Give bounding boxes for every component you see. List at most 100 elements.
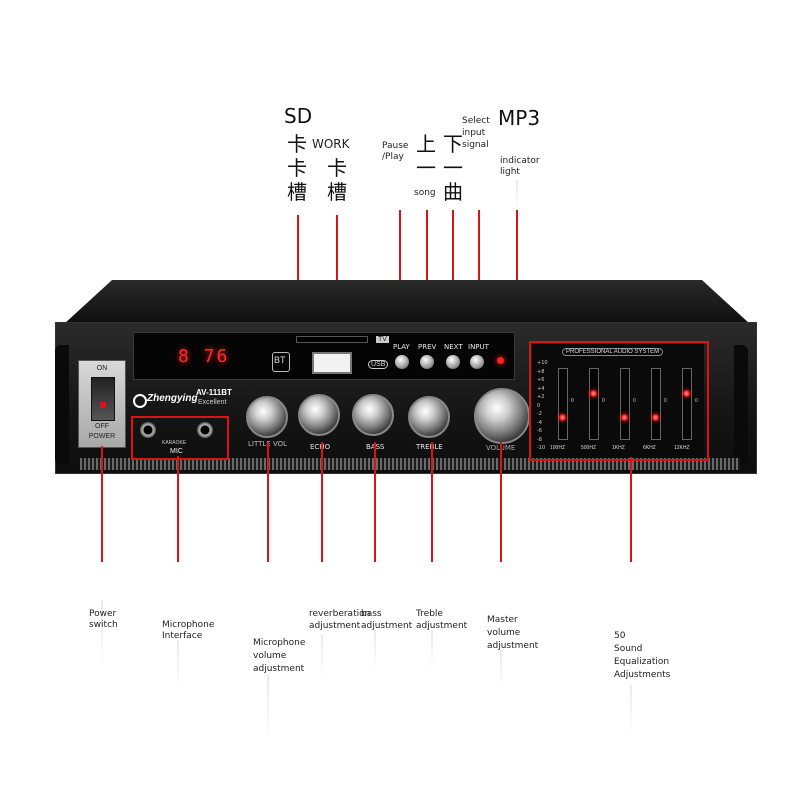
mic-interface-label-1: Microphone: [162, 620, 215, 630]
bass-label-1: bass: [361, 609, 382, 619]
master-volume-label-2: volume: [487, 628, 521, 638]
eq-highlight-box: [529, 341, 709, 461]
eq-band-label: 500HZ: [581, 445, 597, 451]
treble-label-2: adjustment: [416, 621, 468, 631]
eq-scale-tick: +4: [537, 385, 545, 392]
eq-band-label: 12KHZ: [674, 445, 690, 451]
reverberation-label-2: adjustment: [309, 621, 361, 631]
vent-grille: [80, 458, 740, 470]
eq-scale-tick: -2: [537, 411, 542, 417]
prev-song-label: song: [414, 188, 436, 198]
power-leader-line: [101, 446, 103, 562]
work-char-1: 卡: [327, 156, 347, 180]
master-volume-knob[interactable]: [474, 388, 530, 444]
work-char-2: 槽: [327, 180, 347, 204]
tv-label: TV: [376, 336, 389, 343]
select-input-label-2: input: [462, 128, 486, 138]
little-vol-knob[interactable]: [246, 396, 288, 438]
eq-slider-knob[interactable]: [590, 389, 597, 397]
treble-label-1: Treble: [416, 609, 443, 619]
mic-volume-label-3: adjustment: [253, 664, 305, 674]
next-char-3: 曲: [443, 180, 463, 204]
sound-eq-label-2: Sound: [614, 644, 643, 654]
select-input-label-1: Select: [462, 116, 490, 126]
eq-slider-track[interactable]: [589, 368, 599, 440]
eq-slider-knob[interactable]: [652, 414, 659, 421]
sd-card-char-1: 卡: [287, 132, 307, 156]
treble-leader-line: [431, 442, 433, 562]
input-leader-line: [478, 210, 480, 342]
sd-label: SD: [284, 104, 313, 128]
eq-zero-mark: 0: [695, 398, 698, 404]
indicator-light: [497, 357, 504, 364]
eq-slider-track[interactable]: [682, 368, 692, 440]
sd-card-slot[interactable]: [296, 336, 368, 343]
sd-card-char-3: 槽: [287, 180, 307, 204]
echo-knob[interactable]: [298, 394, 340, 436]
eq-slider-knob[interactable]: [621, 414, 628, 421]
eq-zero-mark: 0: [633, 398, 636, 404]
eq-slider-track[interactable]: [620, 368, 630, 440]
eq-title: PROFESSIONAL AUDIO SYSTEM: [562, 348, 664, 356]
next-leader-line: [452, 210, 454, 342]
eq-slider-track[interactable]: [558, 368, 568, 440]
karaoke-label: KARAOKE: [162, 440, 187, 446]
master-volume-label-3: adjustment: [487, 641, 539, 651]
treble-knob[interactable]: [408, 396, 450, 438]
eq-band-labels: 100HZ 500HZ 1KHZ 6KHZ 12KHZ: [546, 445, 706, 455]
bt-label: BT: [274, 355, 286, 365]
next-char-1: 下: [443, 132, 463, 156]
bass-label-2: adjustment: [361, 621, 413, 631]
mic-volume-leader-line: [267, 442, 269, 562]
echo-leader-line: [321, 442, 323, 562]
mic-highlight-box: [131, 416, 229, 460]
eq-slider-knob[interactable]: [559, 414, 566, 421]
led-display: 8 76: [178, 346, 230, 367]
right-handle: [734, 345, 748, 465]
select-input-label-3: signal: [462, 140, 489, 150]
play-leader-line: [399, 210, 401, 342]
mic-interface-label-2: Interface: [162, 631, 203, 641]
treble-label: TREBLE: [416, 443, 443, 451]
work-leader-line: [336, 215, 338, 337]
power-switch-label-1: Power: [89, 609, 117, 619]
sound-eq-label-3: Equalization: [614, 657, 670, 667]
next-button[interactable]: [446, 355, 460, 369]
eq-band-label: 6KHZ: [643, 445, 656, 451]
prev-button[interactable]: [420, 355, 434, 369]
chassis-top: [64, 280, 750, 324]
brand-logo-icon: [133, 394, 147, 408]
power-switch[interactable]: ON OFF POWER: [78, 360, 126, 448]
mic-leader-line: [177, 456, 179, 562]
play-button[interactable]: [395, 355, 409, 369]
eq-scale-tick: +6: [537, 377, 545, 383]
eq-band-label: 1KHZ: [612, 445, 625, 451]
power-switch-label-2: switch: [89, 620, 118, 630]
eq-scale-tick: +10: [537, 360, 548, 366]
eq-scale-tick: -8: [537, 436, 542, 443]
eq-band-label: 100HZ: [550, 445, 566, 451]
power-on-label: ON: [96, 365, 108, 372]
mp3-label: MP3: [498, 106, 541, 130]
bass-knob[interactable]: [352, 394, 394, 436]
play-button-label: PLAY: [393, 343, 410, 351]
prev-char-1: 上: [416, 132, 436, 156]
eq-slider-knob[interactable]: [683, 389, 690, 397]
indicator-fade-line: [516, 180, 518, 210]
eq-scale-tick: 0: [537, 402, 541, 409]
usb-port[interactable]: [312, 352, 352, 374]
mic-jack-1[interactable]: [140, 422, 156, 438]
eq-zero-mark: 0: [602, 398, 605, 404]
eq-slider-track[interactable]: [651, 368, 661, 440]
mic-label: MIC: [170, 448, 183, 455]
indicator-light-label-2: light: [500, 167, 520, 177]
power-rocker[interactable]: [91, 377, 115, 421]
eq-leader-line: [630, 457, 632, 562]
input-button[interactable]: [470, 355, 484, 369]
mic-jack-2[interactable]: [197, 422, 213, 438]
eq-scale-tick: +8: [537, 368, 545, 375]
power-text-label: POWER: [88, 433, 116, 440]
eq-zero-mark: 0: [571, 398, 574, 404]
master-volume-label-1: Master: [487, 615, 518, 625]
